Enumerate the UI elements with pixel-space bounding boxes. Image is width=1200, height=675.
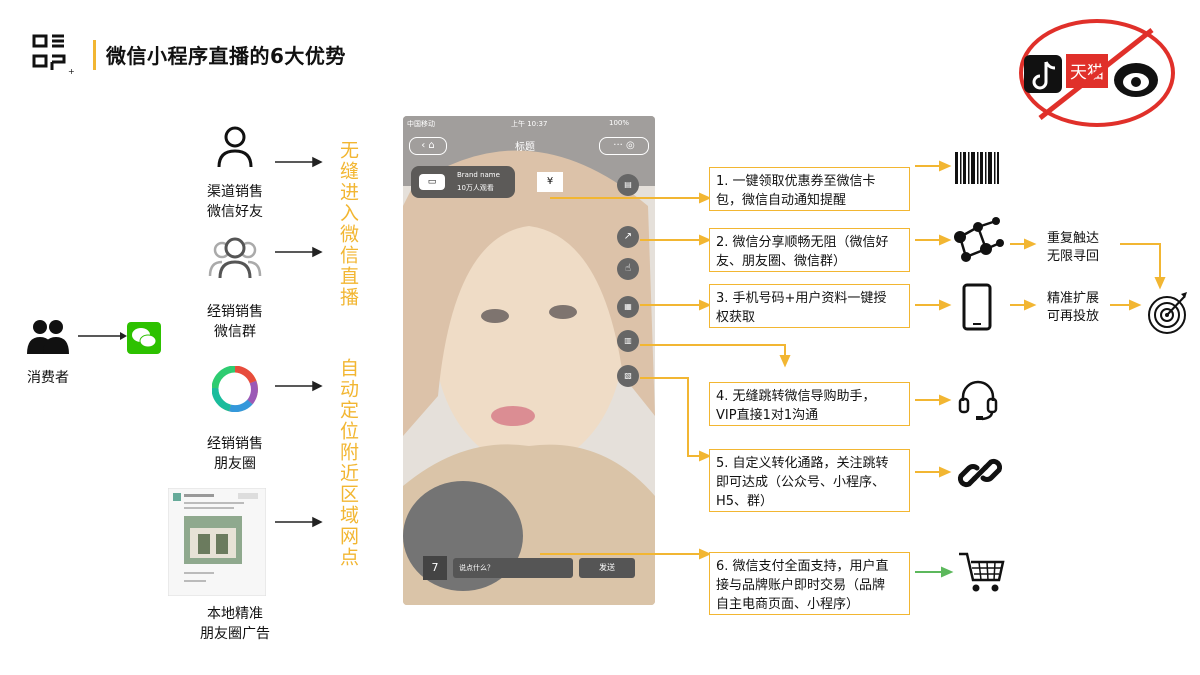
- feature-text-line: 5. 自定义转化通路，关注跳转: [716, 456, 889, 471]
- title-accent-bar: [93, 40, 96, 70]
- feature-text-line: 自主电商页面、小程序）: [716, 597, 860, 612]
- status-time: 上午 10:37: [511, 120, 548, 128]
- svg-text:+: +: [68, 67, 75, 76]
- feature-text-line: VIP直接1对1沟通: [716, 408, 819, 423]
- feature-text-line: 1. 一键领取优惠券至微信卡: [716, 174, 876, 189]
- link-icon: [957, 458, 1003, 488]
- feature-text-line: 接与品牌账户即时交易（品牌: [716, 578, 886, 593]
- page-title: 微信小程序直播的6大优势: [106, 44, 346, 68]
- coupon-side-button[interactable]: ▤: [617, 174, 639, 196]
- capsule-menu[interactable]: ··· ◎: [599, 137, 649, 155]
- feature-box-3: 3. 手机号码+用户资料一键授 权获取: [709, 284, 910, 328]
- item-label-line1: 经销销售: [207, 304, 263, 320]
- feature-text-line: 2. 微信分享顺畅无阻（微信好: [716, 235, 889, 250]
- brand-name: Brand name: [457, 171, 500, 179]
- send-button[interactable]: 发送: [579, 558, 635, 578]
- network-icon: [954, 217, 1004, 262]
- item-label-line1: 渠道销售: [207, 184, 263, 200]
- consumers-icon: [27, 320, 69, 354]
- person-icon: [217, 126, 253, 168]
- item-label-line1: 经销销售: [207, 436, 263, 452]
- feature-text-line: H5、群）: [716, 494, 774, 509]
- dealer-group-label: 经销销售 微信群: [195, 302, 275, 342]
- nav-title: 标题: [515, 142, 535, 153]
- left-arrows: [275, 156, 323, 528]
- reach-label: 重复触达 无限寻回: [1047, 230, 1099, 266]
- item-label-line2: 微信群: [214, 324, 256, 340]
- consumer-arrow: [78, 332, 127, 340]
- comment-input[interactable]: 说点什么？: [453, 558, 573, 578]
- video-icon: ▭: [419, 174, 445, 190]
- item-label-line1: 本地精准: [207, 606, 263, 622]
- asap-logo: +: [32, 34, 75, 76]
- local-ad-label: 本地精准 朋友圈广告: [185, 604, 285, 644]
- feature-box-4: 4. 无缝跳转微信导购助手， VIP直接1对1沟通: [709, 382, 910, 426]
- wechat-icon: [127, 322, 161, 354]
- reach-label-line: 无限寻回: [1047, 249, 1100, 264]
- feature-text-line: 权获取: [716, 310, 756, 325]
- connector-arrows: [540, 160, 1166, 578]
- shopping-cart-icon: [959, 552, 1005, 592]
- like-icon[interactable]: ☝: [617, 258, 639, 280]
- phone-screenshot: 中国移动 上午 10:37 100% ‹ ⌂ 标题 ··· ◎ ▭ Brand …: [403, 116, 655, 605]
- brand-viewers: 10万人观看: [457, 184, 494, 192]
- feature-text-line: 3. 手机号码+用户资料一键授: [716, 291, 887, 306]
- barcode-icon: [955, 152, 999, 184]
- consumer-label: 消费者: [27, 370, 69, 386]
- feature-box-1: 1. 一键领取优惠券至微信卡 包，微信自动通知提醒: [709, 167, 910, 211]
- item-label-line2: 微信好友: [207, 204, 263, 220]
- banned-platforms-icon: 天猫: [1019, 19, 1175, 127]
- group-icon: [208, 237, 262, 279]
- channel-sales-label: 渠道销售 微信好友: [195, 182, 275, 222]
- item-label-line2: 朋友圈: [214, 456, 256, 472]
- comment-count: 7: [423, 556, 447, 580]
- profile-auth-button[interactable]: ▦: [617, 296, 639, 318]
- feature-box-2: 2. 微信分享顺畅无阻（微信好 友、朋友圈、微信群）: [709, 228, 910, 272]
- vertical-text-top: 无缝进入微信直播: [337, 140, 359, 308]
- target-icon: [1148, 292, 1187, 334]
- headset-icon: [958, 380, 998, 421]
- status-carrier: 中国移动: [407, 120, 435, 128]
- guide-button[interactable]: ▥: [617, 330, 639, 352]
- feature-text-line: 即可达成（公众号、小程序、: [716, 475, 886, 490]
- follow-button[interactable]: ▧: [617, 365, 639, 387]
- vertical-text-bottom: 自动定位附近区域网点: [337, 358, 359, 568]
- dealer-moments-label: 经销销售 朋友圈: [195, 434, 275, 474]
- feature-box-5: 5. 自定义转化通路，关注跳转 即可达成（公众号、小程序、 H5、群）: [709, 449, 910, 512]
- expand-label-line: 可再投放: [1047, 309, 1100, 324]
- feature-text-line: 友、朋友圈、微信群）: [716, 254, 847, 269]
- brand-card[interactable]: ▭ Brand name 10万人观看: [411, 166, 515, 198]
- moments-icon: [212, 366, 258, 412]
- feature-box-6: 6. 微信支付全面支持，用户直 接与品牌账户即时交易（品牌 自主电商页面、小程序…: [709, 552, 910, 615]
- ad-thumbnail: [168, 488, 266, 596]
- feature-text-line: 4. 无缝跳转微信导购助手，: [716, 389, 876, 404]
- tmall-text: 天猫: [1070, 63, 1104, 83]
- expand-label: 精准扩展 可再投放: [1047, 290, 1099, 326]
- expand-label-line: 精准扩展: [1047, 291, 1100, 306]
- feature-text-line: 6. 微信支付全面支持，用户直: [716, 559, 889, 574]
- share-icon[interactable]: ↗: [617, 226, 639, 248]
- back-home-button[interactable]: ‹ ⌂: [409, 137, 447, 155]
- item-label-line2: 朋友圈广告: [200, 626, 270, 642]
- mobile-phone-icon: [962, 283, 992, 331]
- status-battery: 100%: [609, 119, 630, 127]
- coupon-envelope-icon[interactable]: ¥: [537, 172, 563, 192]
- feature-text-line: 包，微信自动通知提醒: [716, 193, 847, 208]
- reach-label-line: 重复触达: [1047, 231, 1100, 246]
